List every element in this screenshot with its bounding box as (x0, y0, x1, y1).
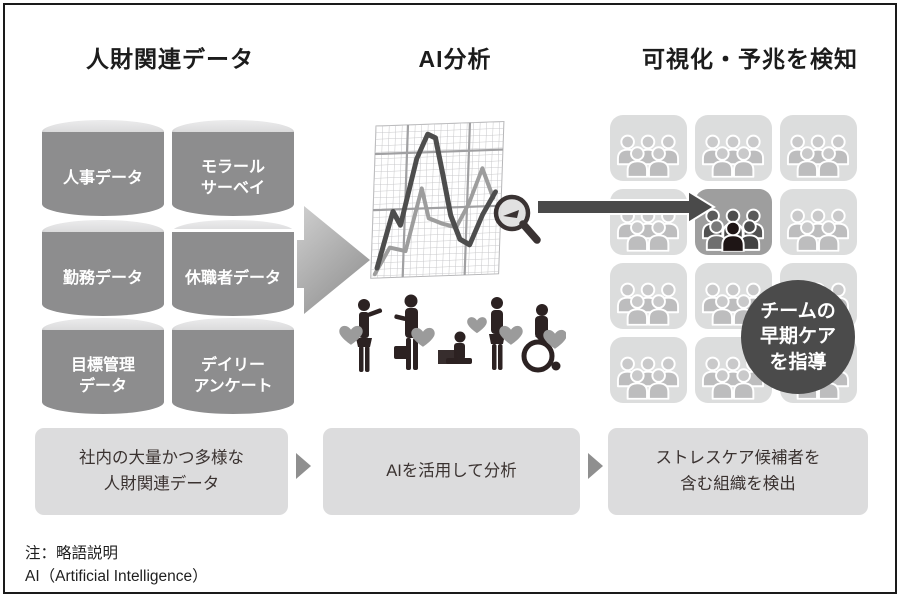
person-briefcase-icon (394, 294, 418, 370)
heart-icon (467, 317, 487, 334)
team-group-icon (701, 133, 765, 178)
person-arms-crossed-icon (489, 297, 505, 370)
team-tile (610, 115, 687, 181)
line-chart-icon (370, 121, 541, 279)
column-title-detect: 可視化・予兆を検知 (642, 46, 858, 72)
team-tile (780, 115, 857, 181)
grid-paper (370, 121, 505, 279)
cylinder-body (42, 330, 164, 414)
footnote-line1: 注：略語説明 (25, 545, 119, 562)
team-group-icon (786, 207, 850, 252)
column-title-data: 人財関連データ (86, 46, 254, 72)
cylinder-body (172, 330, 294, 414)
flow-step-analysis: AIを活用して分析 (323, 428, 580, 515)
detect-arrow-icon (536, 189, 716, 225)
team-group-icon (616, 281, 680, 326)
team-tile (780, 189, 857, 255)
cylinder-body (172, 232, 294, 316)
cylinder-body (172, 132, 294, 216)
team-group-icon (786, 133, 850, 178)
database-cylinder-morale: モラール サーベイ (172, 120, 294, 216)
cylinder-body (42, 232, 164, 316)
team-group-icon (616, 133, 680, 178)
flow-step-data: 社内の大量かつ多様な 人財関連データ (35, 428, 288, 515)
flow-triangle-icon (588, 453, 603, 479)
team-tile (695, 115, 772, 181)
employees-silhouette-icon (339, 294, 566, 373)
database-cylinder-kyushoku: 休職者データ (172, 220, 294, 316)
footnote-line2: AI（Artificial Intelligence） (25, 568, 208, 586)
database-cylinder-daily: デイリー アンケート (172, 318, 294, 414)
database-label: 目標管理 データ (70, 357, 135, 395)
footnote: 注：略語説明 AI（Artificial Intelligence） (25, 542, 208, 589)
team-group-icon (616, 355, 680, 400)
database-cylinder-jinji: 人事データ (42, 120, 164, 216)
database-label: モラール サーベイ (200, 159, 265, 197)
team-tile-highlighted (695, 189, 772, 255)
database-cylinder-mokuhyo: 目標管理 データ (42, 318, 164, 414)
trend-line-dark (374, 131, 498, 271)
cylinder-body (42, 132, 164, 216)
database-label: 勤務データ (62, 269, 143, 287)
flow-triangle-icon (296, 453, 311, 479)
database-label: 人事データ (62, 169, 143, 187)
team-tile (610, 337, 687, 403)
database-label: デイリー アンケート (193, 357, 273, 395)
trend-line-light (372, 166, 496, 277)
database-cylinder-kinmu: 勤務データ (42, 220, 164, 316)
database-label: 休職者データ (184, 269, 281, 287)
magnifier-icon (493, 194, 541, 244)
flow-step-detect: ストレスケア候補者を 含む組織を検出 (608, 428, 868, 515)
person-laptop-icon (438, 331, 472, 364)
care-badge: チームの 早期ケア を指導 (741, 280, 855, 394)
team-tile (610, 263, 687, 329)
column-title-analysis: AI分析 (418, 46, 492, 72)
